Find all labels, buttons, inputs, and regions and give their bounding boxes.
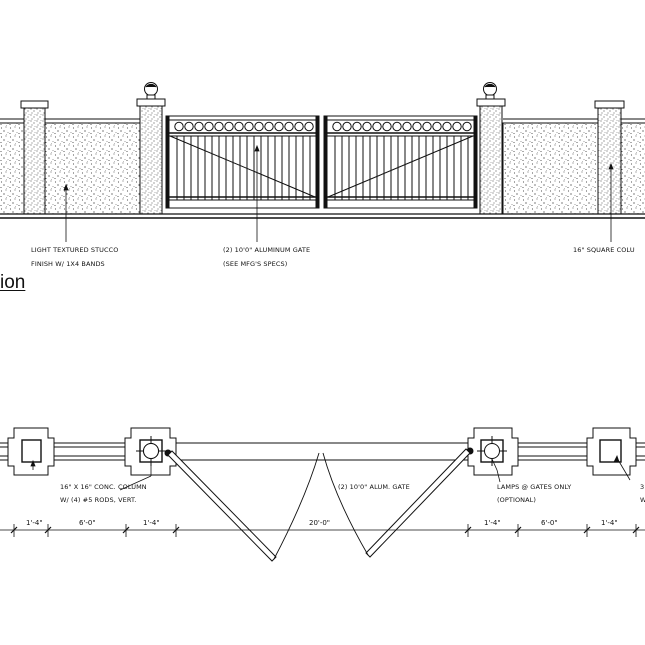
stucco-wall-right-edge — [620, 122, 645, 215]
dim-label-1: 1'-4" — [25, 519, 44, 527]
note-edge-line1: 3 — [640, 483, 645, 491]
column-gate-left — [136, 82, 166, 215]
dim-label-6: 6'-0" — [540, 519, 559, 527]
elevation-view — [0, 82, 645, 242]
gate-ring — [412, 121, 422, 132]
dim-slash — [464, 526, 472, 534]
gate-ring — [224, 121, 234, 132]
dim-slash — [122, 526, 130, 534]
column-left-end — [20, 100, 49, 215]
gate-ring — [184, 121, 194, 132]
gate-ring — [284, 121, 294, 132]
stucco-wall-left-edge — [0, 122, 25, 215]
gate-ring — [234, 121, 244, 132]
plan-leaders — [30, 454, 631, 491]
note-gate-line1: (2) 10'0" ALUMINUM GATE — [223, 246, 311, 254]
dim-label-3: 1'-4" — [142, 519, 161, 527]
dim-label-2: 6'-0" — [78, 519, 97, 527]
gate-ring — [372, 121, 382, 132]
gate-ring — [392, 121, 402, 132]
dim-slash — [10, 526, 18, 534]
elevation-title: ion — [0, 272, 26, 293]
gate-ring — [254, 121, 264, 132]
note-conc-column-line2: W/ (4) #5 RODS, VERT. — [60, 496, 137, 504]
stucco-wall-right — [502, 122, 599, 215]
gate-ring — [352, 121, 362, 132]
gate-ring — [214, 121, 224, 132]
gate-ring — [332, 121, 342, 132]
gate-ring — [304, 121, 314, 132]
dim-label-7: 1'-4" — [600, 519, 619, 527]
gate-ring — [342, 121, 352, 132]
gate-ring — [442, 121, 452, 132]
note-edge-line2: W — [640, 496, 645, 504]
plan-wall-lines — [0, 442, 645, 461]
note-lamps-line2: (OPTIONAL) — [497, 496, 537, 504]
note-column: 16" SQUARE COLU — [573, 246, 635, 254]
gate-ring — [294, 121, 304, 132]
dim-label-5: 1'-4" — [483, 519, 502, 527]
note-gate-line2: (SEE MFG'S SPECS) — [223, 260, 288, 268]
note-conc-column-line1: 16" X 16" CONC. COLUMN — [60, 483, 147, 491]
note-stucco-line1: LIGHT TEXTURED STUCCO — [31, 246, 119, 254]
gate-leaf-left — [165, 115, 320, 209]
gate-ring — [382, 121, 392, 132]
note-lamps-line1: LAMPS @ GATES ONLY — [497, 483, 572, 491]
gate-ring — [452, 121, 462, 132]
gate-ring — [244, 121, 254, 132]
dimension-string — [0, 524, 645, 537]
plan-column-gate-right — [467, 427, 519, 476]
note-alum-gate: (2) 10'0" ALUM. GATE — [338, 483, 410, 491]
column-gate-right — [476, 82, 506, 215]
plan-gate-swing-left — [164, 449, 320, 562]
gate-ring — [194, 121, 204, 132]
dim-slash — [172, 526, 180, 534]
dim-label-4: 20'-0" — [308, 519, 332, 527]
elevation-leaders — [63, 144, 614, 242]
gate-ring — [462, 121, 472, 132]
plan-column-gate-left — [124, 427, 177, 476]
gate-leaf-right — [323, 115, 478, 209]
dim-slash — [583, 526, 591, 534]
gate-ring — [402, 121, 412, 132]
gate-ring — [274, 121, 284, 132]
plan-view — [0, 427, 645, 562]
gate-ring — [174, 121, 184, 132]
gate-ring — [432, 121, 442, 132]
gate-ring — [204, 121, 214, 132]
note-stucco-line2: FINISH W/ 1X4 BANDS — [31, 260, 105, 268]
stucco-wall-left — [44, 122, 141, 215]
gate-ring — [264, 121, 274, 132]
gate-ring — [422, 121, 432, 132]
dim-slash — [632, 526, 640, 534]
dim-slash — [514, 526, 522, 534]
column-right-end — [594, 100, 625, 215]
gate-ring — [362, 121, 372, 132]
dim-slash — [44, 526, 52, 534]
plan-column-left-end — [7, 427, 55, 476]
plan-column-right-end — [586, 427, 637, 476]
plan-gate-swing-right — [322, 447, 474, 558]
